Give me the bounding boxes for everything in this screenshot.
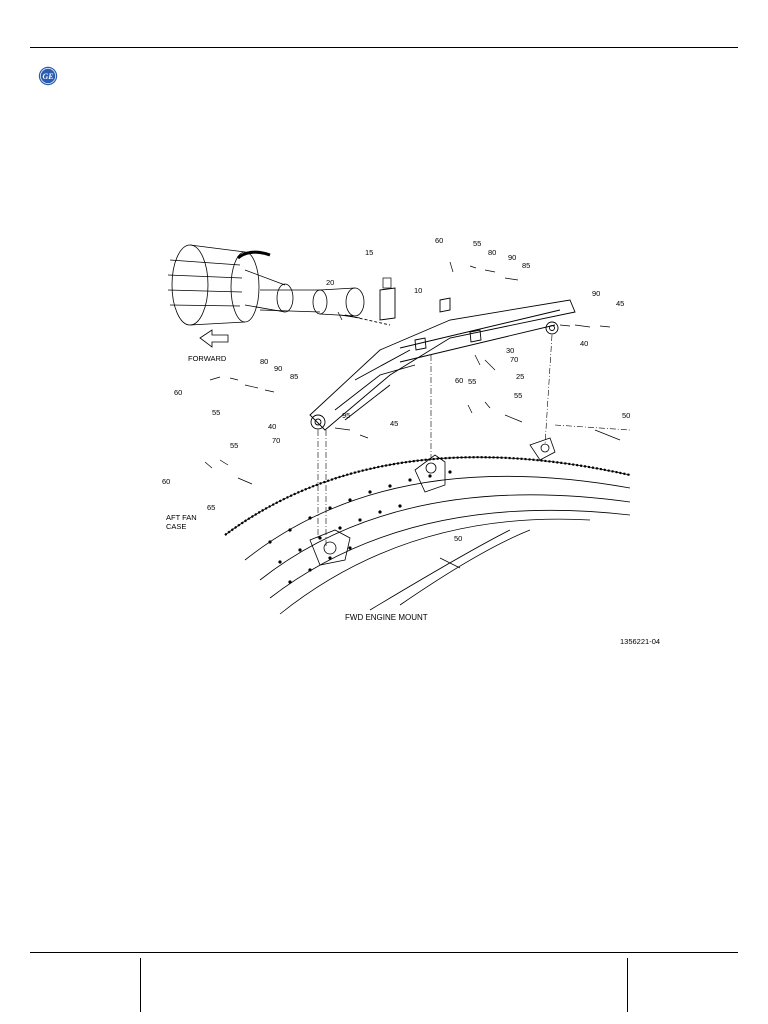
callout-80: 80 xyxy=(260,357,268,366)
callout-40: 40 xyxy=(268,422,276,431)
callout-50: 50 xyxy=(454,534,462,543)
callout-60: 60 xyxy=(162,477,170,486)
callout-80: 80 xyxy=(488,248,496,257)
figure-number: 1356221-04 xyxy=(620,637,660,646)
callout-95: 95 xyxy=(342,411,350,420)
fan-case-label-line1: AFT FAN xyxy=(166,513,197,522)
callout-labels: 15 60 55 80 90 85 20 10 90 45 40 30 70 2… xyxy=(162,236,630,543)
callout-55: 55 xyxy=(230,441,238,450)
logo-text: GE xyxy=(42,72,53,81)
callout-60: 60 xyxy=(455,376,463,385)
callout-55: 55 xyxy=(514,391,522,400)
fan-case-bolts xyxy=(268,470,452,584)
engine-thumbnail xyxy=(167,244,365,326)
callout-90: 90 xyxy=(508,253,516,262)
callout-45: 45 xyxy=(390,419,398,428)
fan-case-label-line2: CASE xyxy=(166,522,186,531)
callout-65: 65 xyxy=(207,503,215,512)
mount-lugs xyxy=(309,437,556,566)
mount-beam xyxy=(309,287,576,431)
engine-mount-illustration: FORWARD xyxy=(162,236,660,646)
callout-60: 60 xyxy=(435,236,443,245)
hardware-parts xyxy=(204,261,621,569)
callout-55: 55 xyxy=(473,239,481,248)
callout-15: 15 xyxy=(365,248,373,257)
footer-rule xyxy=(30,952,738,953)
callout-55: 55 xyxy=(468,377,476,386)
header-rule xyxy=(30,47,738,48)
callout-30: 30 xyxy=(506,346,514,355)
callout-60: 60 xyxy=(174,388,182,397)
callout-85: 85 xyxy=(522,261,530,270)
callout-55: 55 xyxy=(212,408,220,417)
ge-logo-icon: GE xyxy=(38,66,58,86)
callout-20: 20 xyxy=(326,278,334,287)
callout-70: 70 xyxy=(272,436,280,445)
forward-arrow-icon xyxy=(199,329,229,348)
callout-45: 45 xyxy=(616,299,624,308)
fan-case xyxy=(224,456,631,615)
callout-90: 90 xyxy=(274,364,282,373)
figure-caption: FWD ENGINE MOUNT xyxy=(345,613,428,622)
callout-50: 50 xyxy=(622,411,630,420)
footer-divider-right xyxy=(627,958,628,1012)
forward-label: FORWARD xyxy=(188,354,227,363)
callout-10: 10 xyxy=(414,286,422,295)
footer-divider-left xyxy=(140,958,141,1012)
callout-70: 70 xyxy=(510,355,518,364)
callout-40: 40 xyxy=(580,339,588,348)
callout-90: 90 xyxy=(592,289,600,298)
callout-85: 85 xyxy=(290,372,298,381)
alignment-lines xyxy=(317,334,631,548)
callout-25: 25 xyxy=(516,372,524,381)
